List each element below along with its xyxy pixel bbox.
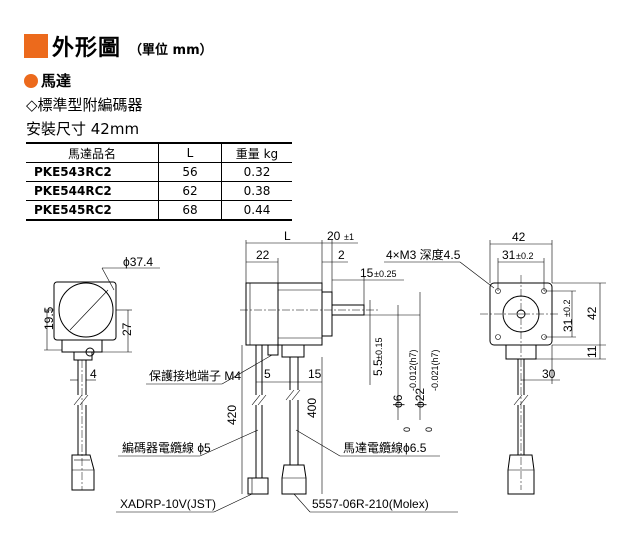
table-row: PKE543RC2 56 0.32 — [26, 162, 292, 182]
rear-view: ϕ37.4 19.5 27 4 — [42, 255, 160, 491]
dim-15-tol: ±0.25 — [374, 269, 396, 279]
table-row: PKE545RC2 68 0.44 — [26, 200, 292, 221]
dim-27: 27 — [120, 322, 134, 336]
cell-weight: 0.38 — [221, 181, 292, 201]
motor-connector-label: 5557-06R-210(Molex) — [312, 497, 429, 511]
dim-22: 22 — [256, 248, 270, 262]
dim-phi22-tol0: 0 — [424, 427, 434, 432]
col-header-length: L — [158, 142, 222, 163]
dim-5: 5 — [264, 367, 271, 381]
dim-phi22-tol: -0.021(h7) — [430, 349, 440, 391]
dim-phi6-tol0: 0 — [402, 427, 412, 432]
dim-15b: 15 — [308, 367, 322, 381]
dim-20-tol: ±1 — [344, 232, 354, 242]
dim-5-5: 5.5 — [371, 359, 385, 376]
dim-400: 400 — [305, 398, 319, 418]
ground-terminal-label: 保護接地端子 M4 — [149, 368, 241, 383]
orange-dot-icon — [24, 73, 38, 88]
col-header-weight: 重量 kg — [221, 142, 292, 163]
encoder-cable-label: 編碼器電纜線 ϕ5 — [122, 440, 211, 455]
table-header-row: 馬達品名 L 重量 kg — [26, 142, 292, 163]
spec-table: 馬達品名 L 重量 kg PKE543RC2 56 0.32 PKE544RC2… — [26, 142, 292, 221]
cell-weight: 0.32 — [221, 162, 292, 182]
unit-label: （單位 mm） — [129, 43, 213, 58]
cell-length: 68 — [158, 200, 222, 221]
dim-420: 420 — [225, 405, 239, 425]
cell-model: PKE545RC2 — [26, 200, 159, 221]
cell-weight: 0.44 — [221, 200, 292, 221]
dim-31-top-tol: ±0.2 — [516, 251, 533, 261]
dim-5-5-tol: ±0.15 — [374, 338, 384, 360]
dim-42-side: 42 — [585, 306, 599, 320]
cell-model: PKE543RC2 — [26, 162, 159, 182]
dim-phi37: ϕ37.4 — [123, 255, 153, 269]
motor-heading: 馬達 — [24, 70, 71, 91]
dim-11: 11 — [585, 345, 599, 358]
encoder-connector-label: XADRP-10V(JST) — [120, 497, 216, 511]
dim-2: 2 — [338, 248, 345, 262]
standard-type-label: ◇標準型附編碼器 — [26, 96, 143, 114]
dim-4: 4 — [90, 367, 97, 381]
dim-31-top: 31 — [502, 248, 516, 262]
dim-30: 30 — [542, 367, 556, 381]
section-header: 外形圖 （單位 mm） — [24, 30, 213, 62]
page-title: 外形圖 — [52, 36, 122, 61]
dim-20: 20 — [327, 229, 341, 243]
cell-length: 62 — [158, 181, 222, 201]
front-view: 42 31 ±0.2 4×M3 深度4.5 31 ±0.2 42 11 30 — [384, 230, 606, 495]
dim-phi6-tol: -0.012(h7) — [408, 349, 418, 391]
dim-42-top: 42 — [512, 230, 526, 244]
screw-hole-label: 4×M3 深度4.5 — [386, 247, 461, 262]
dim-L: L — [284, 229, 291, 243]
motor-label: 馬達 — [41, 72, 72, 90]
table-row: PKE544RC2 62 0.38 — [26, 181, 292, 201]
side-view: L 22 20 ±1 2 15 ±0.25 5.5 ±0.15 ϕ6 0 -0.… — [116, 229, 458, 513]
dim-31-side-tol: ±0.2 — [562, 300, 572, 317]
dim-31-side: 31 — [561, 318, 575, 332]
orange-square-icon — [24, 34, 48, 58]
mount-size-label: 安裝尺寸 42mm — [26, 120, 140, 138]
col-header-model: 馬達品名 — [26, 142, 159, 163]
cell-model: PKE544RC2 — [26, 181, 159, 201]
motor-cable-label: 馬達電纜線ϕ6.5 — [343, 440, 427, 455]
dim-phi6: ϕ6 — [391, 394, 405, 408]
cell-length: 56 — [158, 162, 222, 182]
dim-19-5: 19.5 — [42, 306, 56, 330]
dim-phi22: ϕ22 — [413, 388, 427, 408]
dim-15: 15 — [360, 266, 374, 280]
